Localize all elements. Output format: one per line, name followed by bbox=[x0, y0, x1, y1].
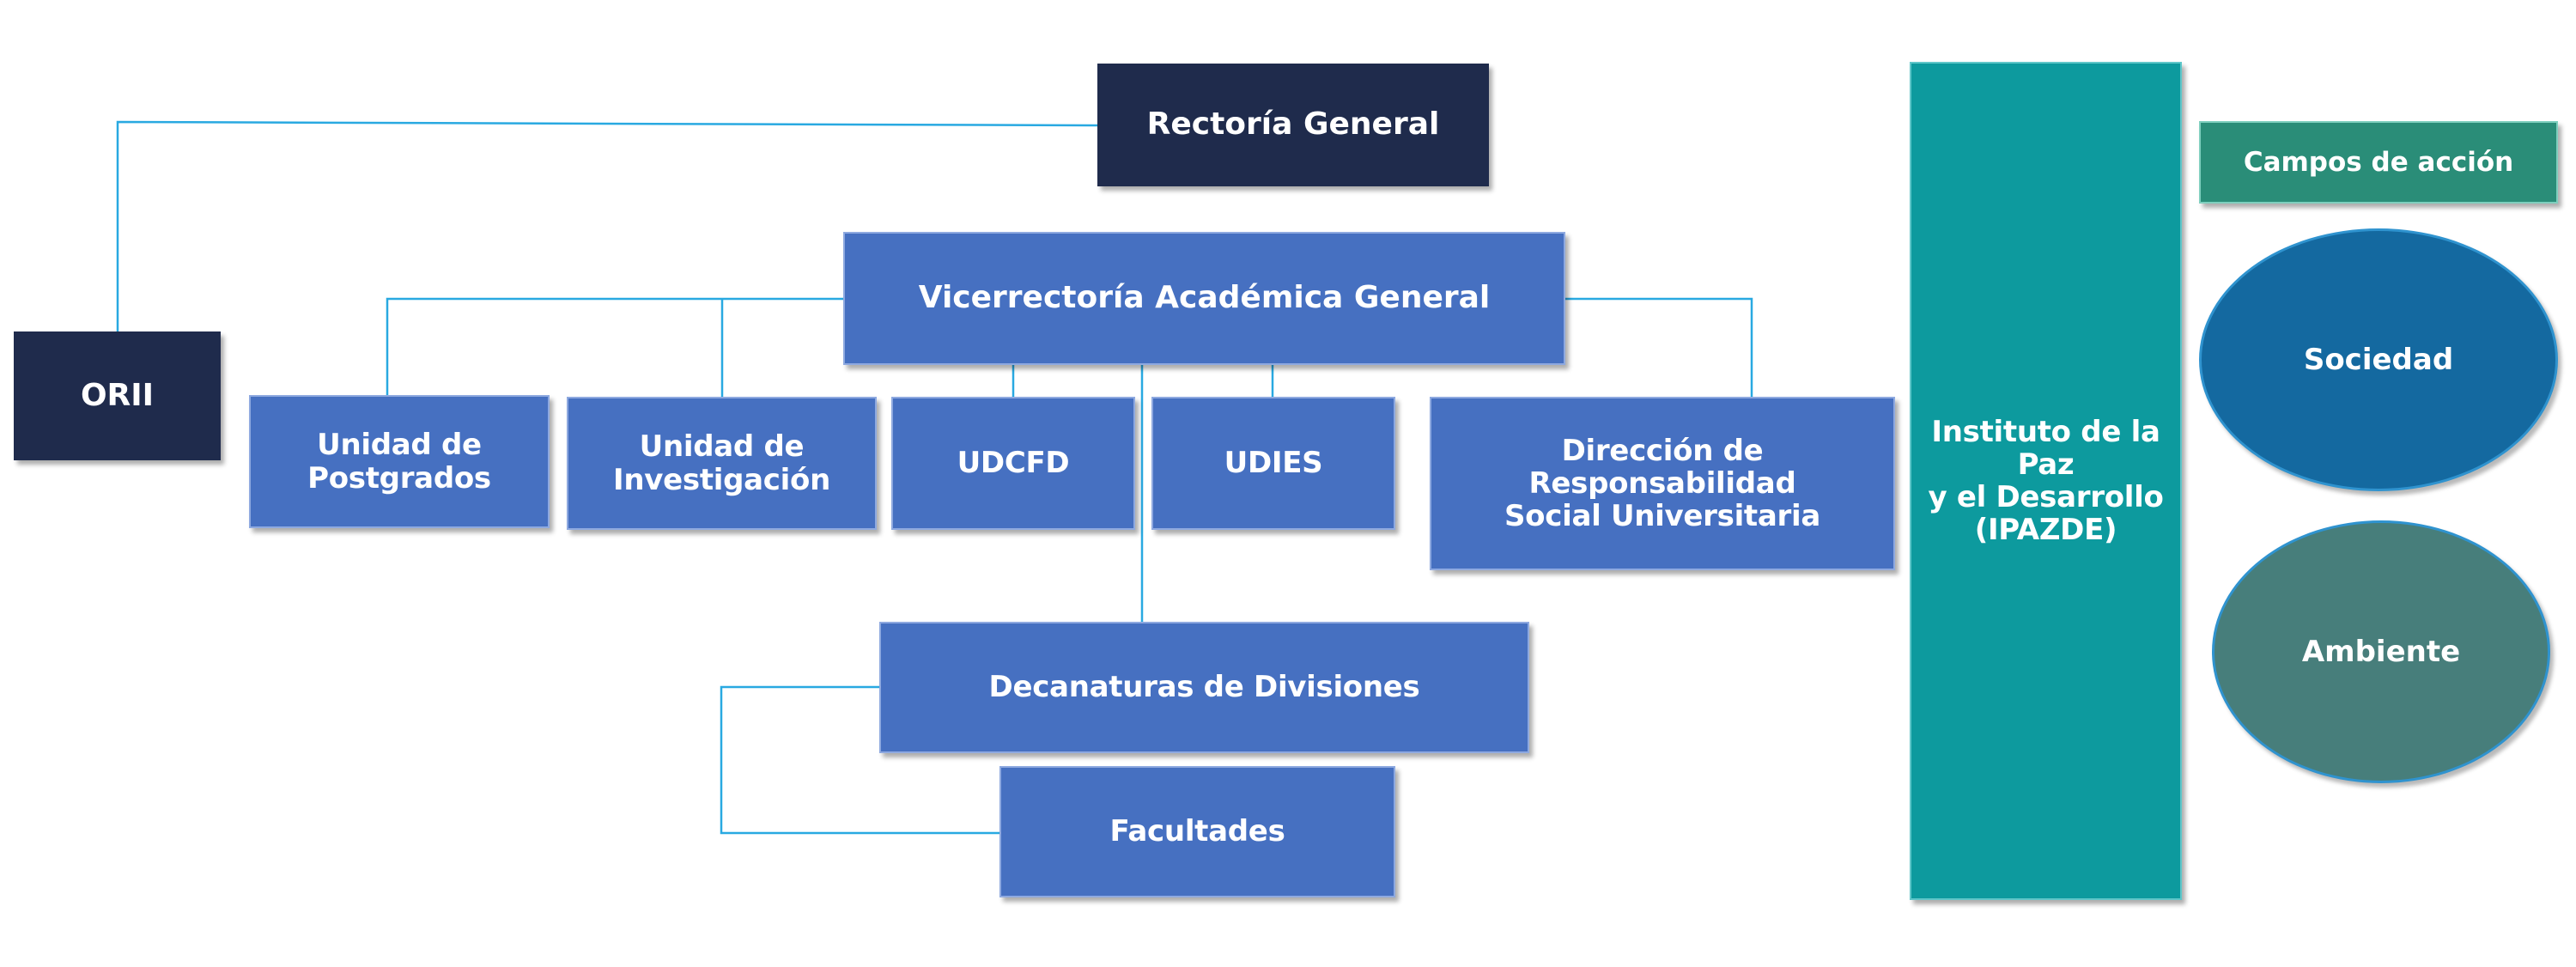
node-vicerrectoria: Vicerrectoría Académica General bbox=[843, 232, 1565, 365]
node-udies-label: UDIES bbox=[1224, 446, 1323, 481]
node-sociedad: Sociedad bbox=[2199, 228, 2558, 491]
node-udcfd: UDCFD bbox=[891, 397, 1135, 530]
node-direccion-rsu: Dirección de Responsabilidad Social Univ… bbox=[1430, 397, 1895, 570]
node-unidad-investigacion: Unidad de Investigación bbox=[567, 397, 877, 530]
node-unidad-postgrados: Unidad de Postgrados bbox=[249, 395, 550, 528]
node-orii: ORII bbox=[14, 331, 221, 460]
node-unidad-postgrados-label: Unidad de Postgrados bbox=[307, 428, 491, 496]
edge-rectoria-orii bbox=[116, 120, 1098, 333]
node-vicerrectoria-label: Vicerrectoría Académica General bbox=[918, 280, 1491, 316]
node-udies: UDIES bbox=[1151, 397, 1395, 530]
node-instituto-ipazde: Instituto de la Paz y el Desarrollo (IPA… bbox=[1910, 62, 2182, 900]
node-unidad-investigacion-label: Unidad de Investigación bbox=[613, 429, 830, 497]
edge-decanaturas-facultades bbox=[720, 685, 1001, 835]
node-direccion-rsu-label: Dirección de Responsabilidad Social Univ… bbox=[1504, 433, 1820, 534]
node-decanaturas-label: Decanaturas de Divisiones bbox=[988, 670, 1420, 705]
node-instituto-ipazde-label: Instituto de la Paz y el Desarrollo (IPA… bbox=[1928, 414, 2164, 548]
node-udcfd-label: UDCFD bbox=[957, 446, 1070, 481]
edge-vicerrectoria-direccion bbox=[1564, 297, 1753, 398]
node-sociedad-label: Sociedad bbox=[2303, 343, 2454, 377]
node-ambiente-label: Ambiente bbox=[2301, 635, 2461, 669]
node-rectoria-general: Rectoría General bbox=[1097, 64, 1489, 186]
campos-de-accion-label: Campos de acción bbox=[2243, 146, 2514, 178]
node-decanaturas: Decanaturas de Divisiones bbox=[879, 622, 1529, 753]
node-orii-label: ORII bbox=[80, 377, 155, 413]
node-rectoria-general-label: Rectoría General bbox=[1146, 106, 1440, 143]
campos-de-accion-header: Campos de acción bbox=[2199, 121, 2558, 204]
node-facultades-label: Facultades bbox=[1109, 814, 1285, 849]
node-facultades: Facultades bbox=[999, 766, 1395, 897]
edge-vicerrectoria-postgrados bbox=[386, 297, 845, 398]
node-ambiente: Ambiente bbox=[2212, 520, 2550, 783]
